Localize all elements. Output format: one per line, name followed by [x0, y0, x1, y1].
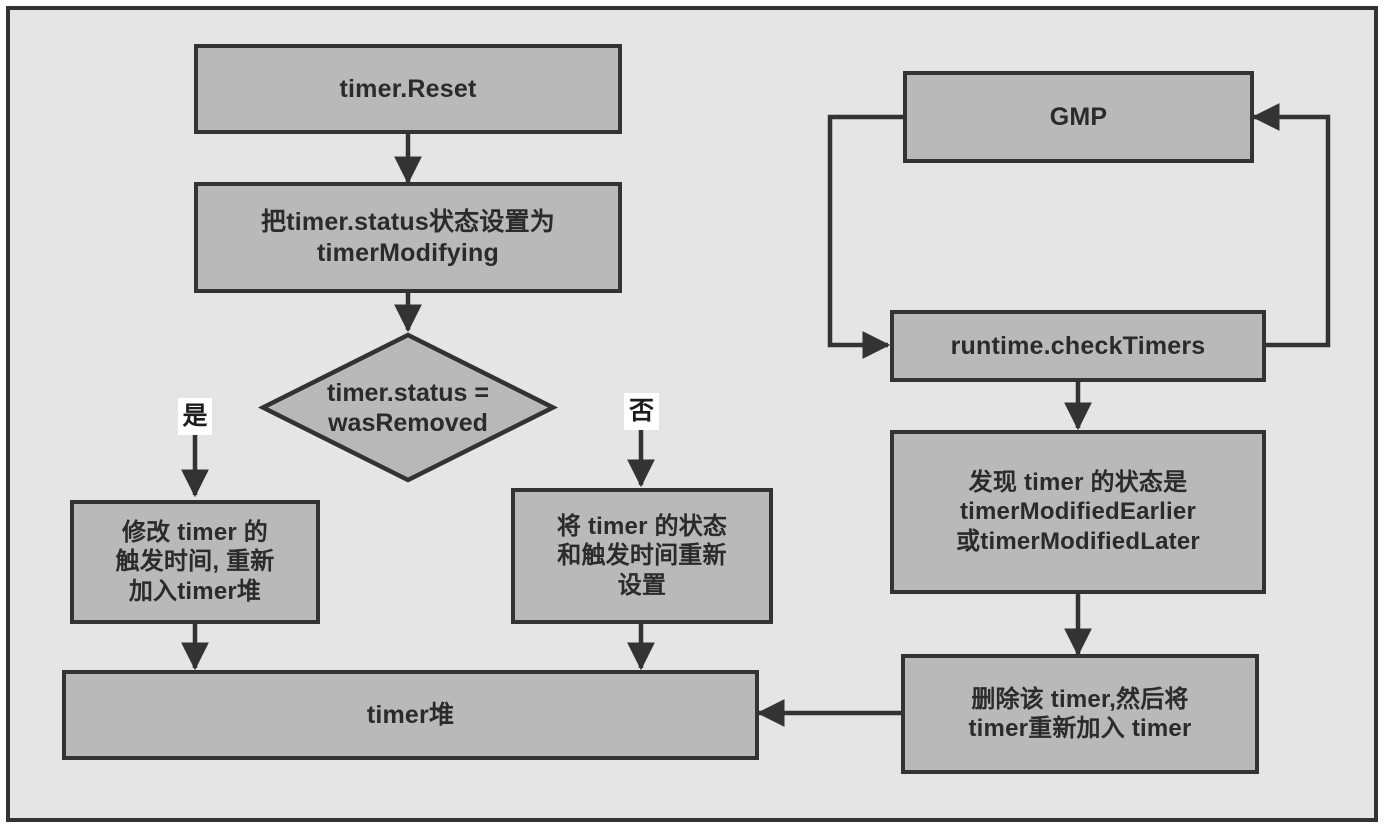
node-delete-and-readd-timer[interactable]: 删除该 timer,然后将 timer重新加入 timer	[901, 654, 1259, 774]
node-reset-status-and-time[interactable]: 将 timer 的状态 和触发时间重新 设置	[511, 488, 773, 624]
diamond-shape	[257, 332, 559, 483]
node-modify-trigger-time[interactable]: 修改 timer 的 触发时间, 重新 加入timer堆	[70, 500, 320, 624]
edge-label-no: 否	[624, 393, 659, 430]
node-runtime-checktimers[interactable]: runtime.checkTimers	[890, 310, 1266, 382]
edge-label-yes: 是	[178, 398, 212, 435]
node-set-status-timer-modifying[interactable]: 把timer.status状态设置为 timerModifying	[194, 182, 622, 293]
node-gmp[interactable]: GMP	[903, 71, 1254, 163]
node-decision-status-was-removed[interactable]: timer.status = wasRemoved	[257, 332, 559, 483]
node-timer-reset[interactable]: timer.Reset	[194, 44, 622, 134]
node-timer-heap[interactable]: timer堆	[62, 670, 759, 760]
node-found-timer-state[interactable]: 发现 timer 的状态是 timerModifiedEarlier 或time…	[890, 430, 1266, 594]
